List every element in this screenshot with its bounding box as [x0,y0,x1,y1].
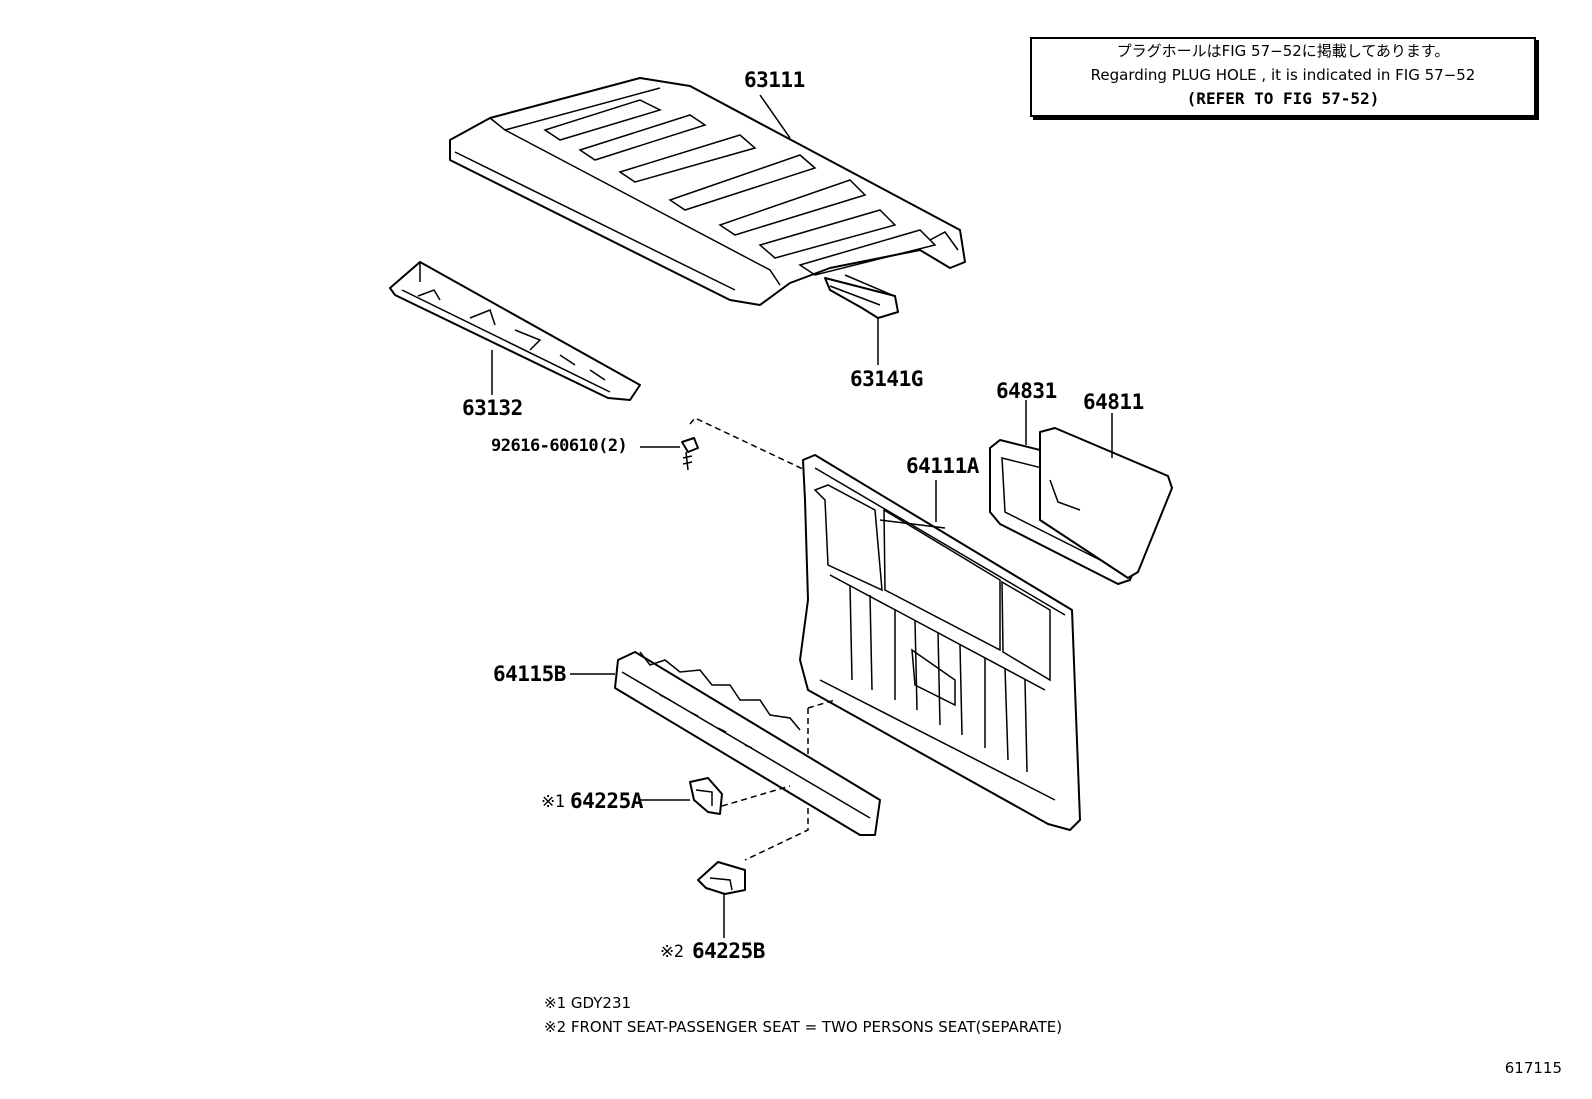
part-mark-64225A: ※1 [541,792,565,812]
roof-bow-drawing [824,274,899,365]
roof-panel-drawing [449,77,966,306]
back-panel-drawing [744,454,1081,861]
figure-number: 617115 [1504,1059,1562,1077]
part-label-64225A[interactable]: 64225A [570,789,643,813]
part-label-92616[interactable]: 92616-60610(2) [491,436,628,456]
part-label-63141G[interactable]: 63141G [850,367,923,391]
part-label-64811[interactable]: 64811 [1083,390,1144,414]
part-label-63132[interactable]: 63132 [462,396,523,420]
part-label-63111[interactable]: 63111 [744,68,805,92]
bolt-drawing [640,417,816,491]
bracket-a-drawing [640,777,791,815]
reference-note: プラグホールはFIG 57−52に掲載してあります。 Regarding PLU… [1030,37,1536,117]
part-label-64225B[interactable]: 64225B [692,939,765,963]
part-mark-64225B: ※2 [660,942,684,962]
footnote-1: ※1 GDY231 [544,994,632,1012]
lower-rail-drawing [570,651,881,836]
part-label-64831[interactable]: 64831 [996,379,1057,403]
bracket-b-drawing [697,861,746,938]
note-line-jp: プラグホールはFIG 57−52に掲載してあります。 [1116,42,1450,60]
note-line-refer: (REFER TO FIG 57-52) [1186,89,1380,108]
note-line-en: Regarding PLUG HOLE , it is indicated in… [1090,66,1476,84]
footnote-2: ※2 FRONT SEAT-PASSENGER SEAT = TWO PERSO… [544,1018,1063,1036]
roof-header-rail-drawing [389,261,641,401]
back-window-drawing [989,400,1173,585]
part-label-64111A[interactable]: 64111A [906,454,979,478]
part-label-64115B[interactable]: 64115B [493,662,566,686]
